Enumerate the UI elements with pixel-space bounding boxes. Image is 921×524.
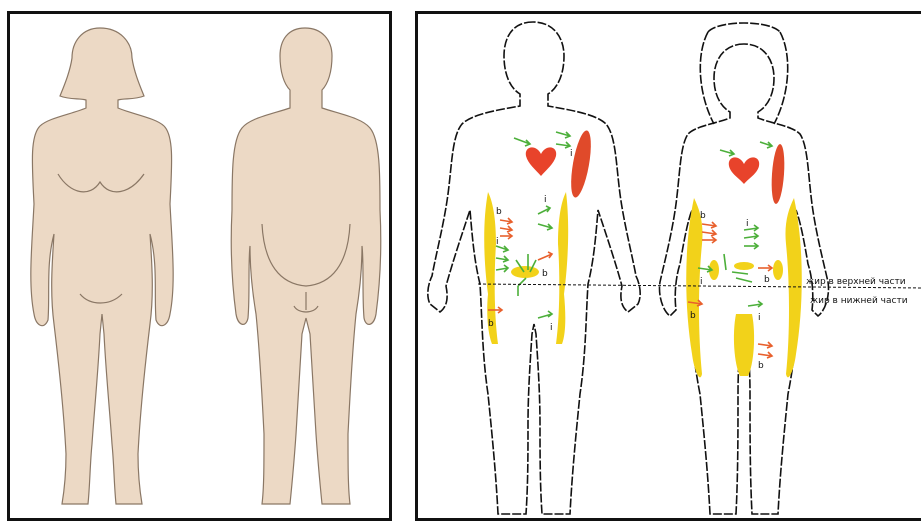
letter-i: i — [746, 219, 749, 229]
letter-b: b — [700, 211, 706, 221]
lower-fat-label: жир в нижней части — [810, 296, 908, 306]
male-silhouette — [231, 28, 381, 504]
letter-b: b — [758, 361, 764, 371]
letter-i: i — [496, 237, 499, 247]
upper-fat-label: жир в верхней части — [806, 277, 906, 287]
female-fat-zones — [686, 144, 802, 378]
letter-b: b — [496, 207, 502, 217]
letter-b: b — [764, 275, 770, 285]
fat-distribution-drawing: b i i b b i i — [418, 14, 921, 521]
silhouette-drawing — [10, 14, 392, 521]
letter-b: b — [690, 311, 696, 321]
letter-b: b — [488, 319, 494, 329]
fat-distribution-panel: b i i b b i i — [415, 11, 921, 521]
letter-i: i — [570, 149, 573, 159]
letter-i: i — [550, 323, 553, 333]
letter-b: b — [542, 269, 548, 279]
silhouette-panel — [7, 11, 392, 521]
letter-i: i — [758, 313, 761, 323]
female-silhouette — [31, 28, 173, 504]
letter-i: i — [544, 195, 547, 205]
